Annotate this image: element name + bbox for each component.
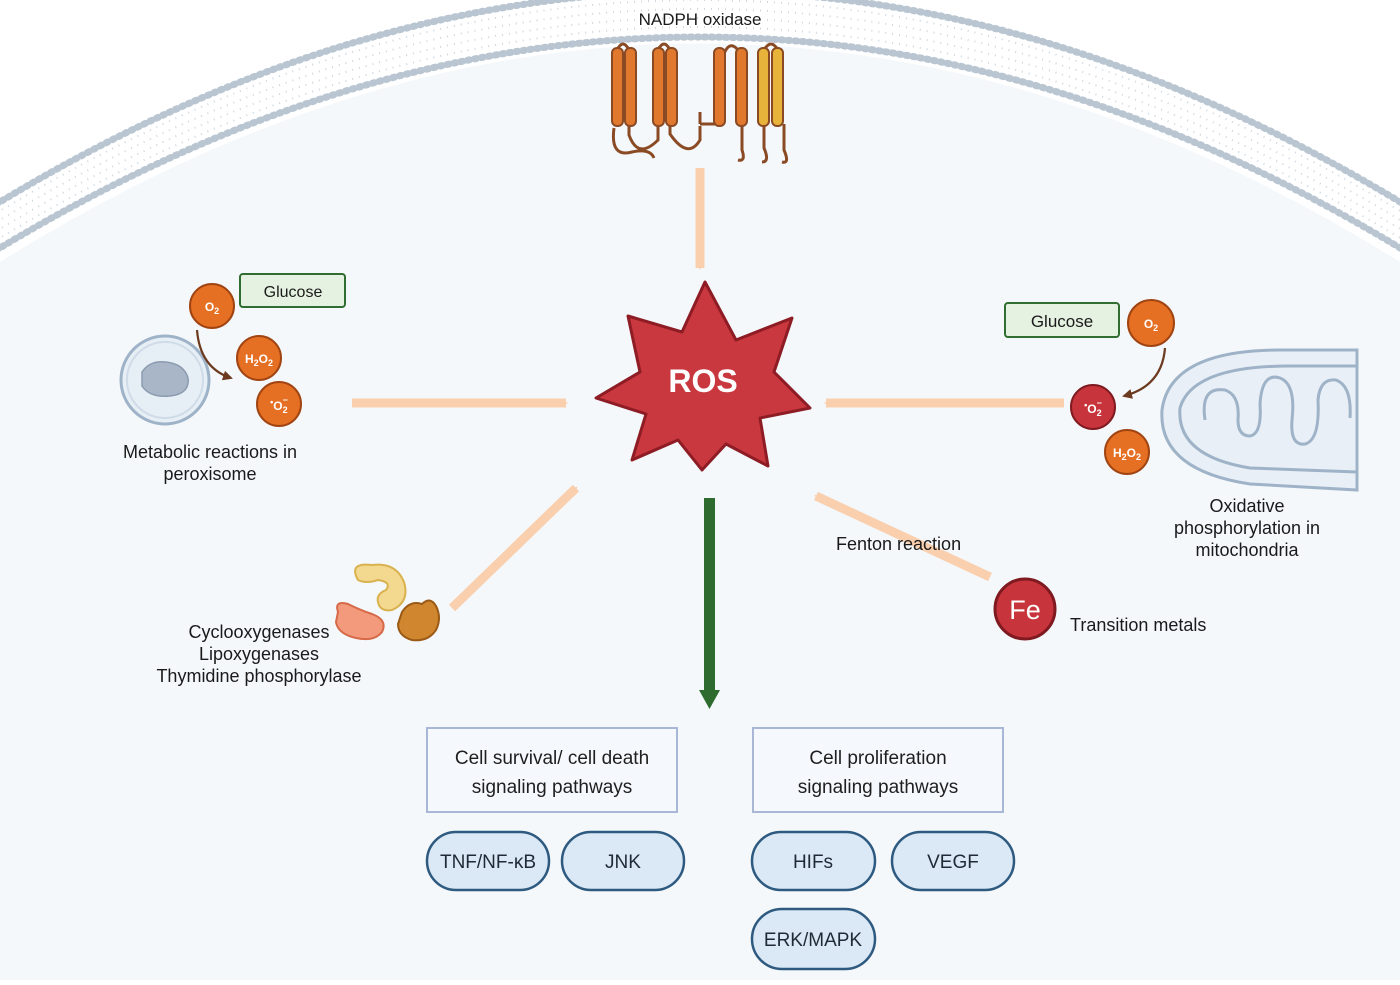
superoxide-left-sup: − [283, 395, 288, 405]
superoxide-left-sub: 2 [283, 405, 288, 415]
o2-left-sub: 2 [214, 306, 219, 316]
iron-symbol: Fe [1009, 595, 1041, 625]
arrow-ros-to-pathways [699, 498, 720, 709]
h2o2-right-a: H [1113, 446, 1122, 460]
survival-title-2: signaling pathways [472, 777, 633, 798]
ros-label: ROS [668, 363, 737, 399]
enzyme-yellow [354, 563, 407, 612]
mitochondria-caption-3: mitochondria [1195, 540, 1299, 560]
reaction-arrow-right [1122, 347, 1167, 399]
pill-erk-mapk: ERK/MAPK [750, 907, 877, 971]
svg-text:H2O2: H2O2 [1113, 446, 1141, 462]
peroxisome-caption-2: peroxisome [163, 464, 256, 484]
enzyme-brown [396, 599, 440, 642]
h2o2-left-sub2: 2 [268, 358, 273, 368]
o2-left-text: O [205, 300, 214, 314]
h2o2-right-sub1: 2 [1122, 452, 1127, 462]
superoxide-left-o: O [273, 399, 282, 413]
proliferation-title-1: Cell proliferation [809, 748, 946, 769]
superoxide-right-sub: 2 [1097, 408, 1102, 418]
mitochondrion-cristae [1178, 364, 1358, 474]
h2o2-left-a: H [245, 352, 254, 366]
glucose-label-right: Glucose [1031, 312, 1093, 331]
cytoplasm [0, 43, 1400, 980]
proliferation-pathways-box: Cell proliferation signaling pathways [752, 727, 1004, 813]
pill-tnf-nfkb-label: TNF/NF-κB [440, 852, 536, 873]
svg-text:O2: O2 [1144, 317, 1158, 333]
h2o2-molecule-left [236, 335, 282, 381]
superoxide-right-o: O [1087, 402, 1096, 416]
cell-membrane [0, 0, 1400, 253]
svg-text:O2: O2 [205, 300, 219, 316]
enzyme-salmon [334, 602, 385, 641]
nadph-oxidase-protein [611, 42, 789, 164]
fenton-reaction-label: Fenton reaction [836, 534, 961, 554]
peroxisome-group: Glucose O2 H2O2 •O2− Metabolic reactions… [119, 273, 346, 484]
superoxide-left-dot: • [270, 397, 273, 407]
svg-text:•O2−: •O2− [1084, 398, 1102, 418]
ros-starburst [594, 280, 812, 472]
pill-tnf-nfkb: TNF/NF-κB [425, 830, 551, 892]
o2-right-sub: 2 [1153, 323, 1158, 333]
o2-molecule-left [189, 283, 235, 329]
survival-title-1: Cell survival/ cell death [455, 748, 649, 769]
enzymes-label-2: Lipoxygenases [199, 644, 319, 664]
peroxisome-caption-1: Metabolic reactions in [123, 442, 297, 462]
h2o2-molecule-right [1104, 429, 1150, 475]
svg-text:•O2−: •O2− [270, 395, 288, 415]
superoxide-molecule-left [256, 381, 302, 427]
glucose-label-left: Glucose [264, 284, 323, 301]
superoxide-molecule-right [1070, 384, 1116, 430]
mitochondria-caption-1: Oxidative [1209, 496, 1284, 516]
reaction-arrow-left [195, 329, 233, 381]
pill-jnk: JNK [560, 830, 686, 892]
enzymes-group: Cyclooxygenases Lipoxygenases Thymidine … [156, 563, 440, 686]
h2o2-left-sub1: 2 [254, 358, 259, 368]
superoxide-right-sup: − [1097, 398, 1102, 408]
arrow-metals-to-ros [814, 491, 992, 582]
pill-hifs: HIFs [750, 830, 877, 892]
iron-atom [993, 577, 1057, 641]
pill-hifs-label: HIFs [793, 852, 833, 873]
glucose-box-left [239, 273, 346, 308]
arrow-enzymes-to-ros [448, 484, 580, 612]
o2-molecule-right [1127, 299, 1175, 347]
o2-right-text: O [1144, 317, 1153, 331]
nadph-oxidase-label: NADPH oxidase [639, 10, 762, 29]
peroxisome-core [141, 360, 189, 398]
mitochondria-group: Glucose O2 •O2− H2O2 Oxidative phosphory… [1004, 299, 1359, 560]
h2o2-right-b: O [1127, 446, 1136, 460]
pill-jnk-label: JNK [605, 852, 641, 873]
proliferation-title-2: signaling pathways [798, 777, 959, 798]
enzymes-label-1: Cyclooxygenases [188, 622, 329, 642]
enzymes-label-3: Thymidine phosphorylase [156, 666, 361, 686]
pill-vegf-label: VEGF [927, 852, 979, 873]
mitochondria-caption-2: phosphorylation in [1174, 518, 1320, 538]
pill-vegf: VEGF [890, 830, 1016, 892]
transition-metals-label: Transition metals [1070, 615, 1206, 635]
h2o2-right-sub2: 2 [1136, 452, 1141, 462]
svg-text:H2O2: H2O2 [245, 352, 273, 368]
survival-pathways-box: Cell survival/ cell death signaling path… [426, 727, 678, 813]
metals-group: Fe Transition metals Fenton reaction [836, 534, 1206, 641]
superoxide-right-dot: • [1084, 400, 1087, 410]
glucose-box-right [1004, 302, 1120, 338]
h2o2-left-b: O [259, 352, 268, 366]
pill-erk-mapk-label: ERK/MAPK [764, 930, 863, 951]
